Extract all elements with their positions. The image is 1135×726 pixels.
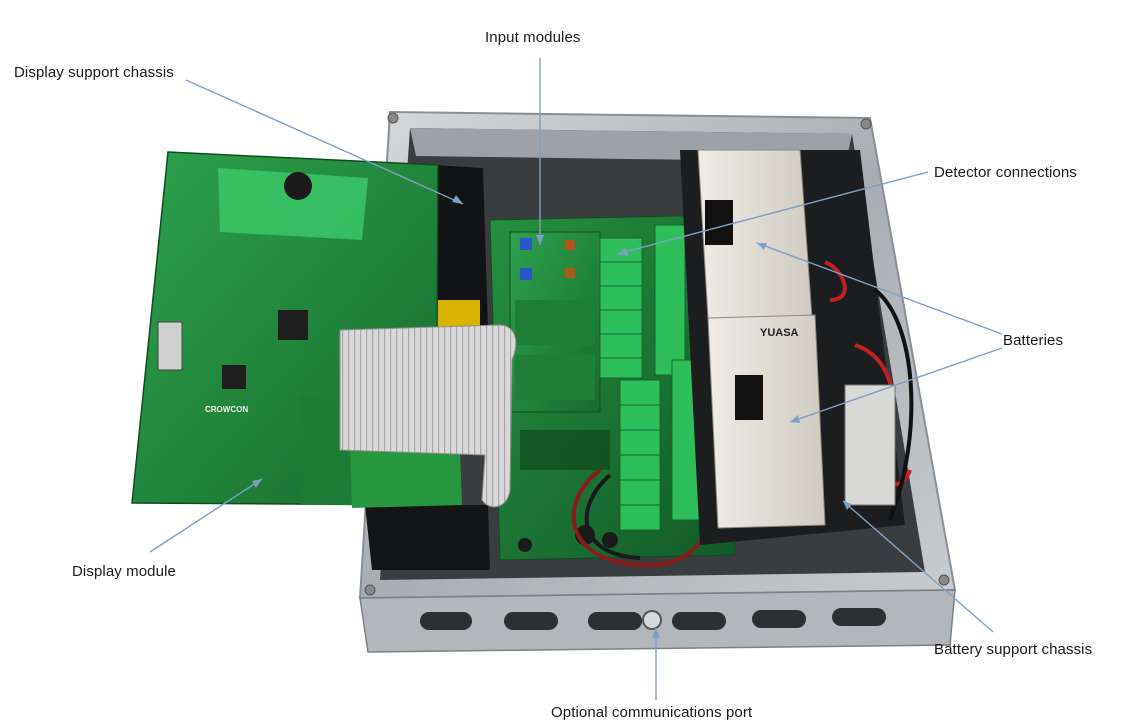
label-batteries: Batteries [1003, 332, 1064, 349]
label-battery-support-chassis: Battery support chassis [934, 641, 1093, 658]
label-input-modules: Input modules [485, 29, 581, 46]
battery-brand-text: YUASA [760, 327, 799, 339]
leader-lines [149, 58, 1003, 700]
leader-detector-connections [616, 171, 929, 255]
leader-display-support-chassis [185, 79, 464, 205]
leader-batteries-lower [789, 347, 1003, 423]
leader-arrowheads [252, 195, 852, 638]
leader-display-module [149, 478, 263, 553]
input-module-cards [509, 231, 601, 413]
detector-terminal-blocks [599, 224, 701, 531]
display-module-board: CROWCON [131, 151, 462, 508]
display-support-bracket [365, 165, 490, 570]
label-display-support-chassis: Display support chassis [14, 64, 174, 81]
board-brand-text: CROWCON [205, 405, 248, 414]
leader-batteries-upper [756, 242, 1003, 335]
ribbon-cable [339, 324, 517, 508]
label-optional-communications-port: Optional communications port [551, 704, 753, 721]
label-display-module: Display module [72, 563, 176, 580]
label-detector-connections: Detector connections [934, 164, 1077, 181]
leader-battery-support-chassis [842, 500, 994, 633]
battery-packs: YUASA [697, 149, 914, 529]
